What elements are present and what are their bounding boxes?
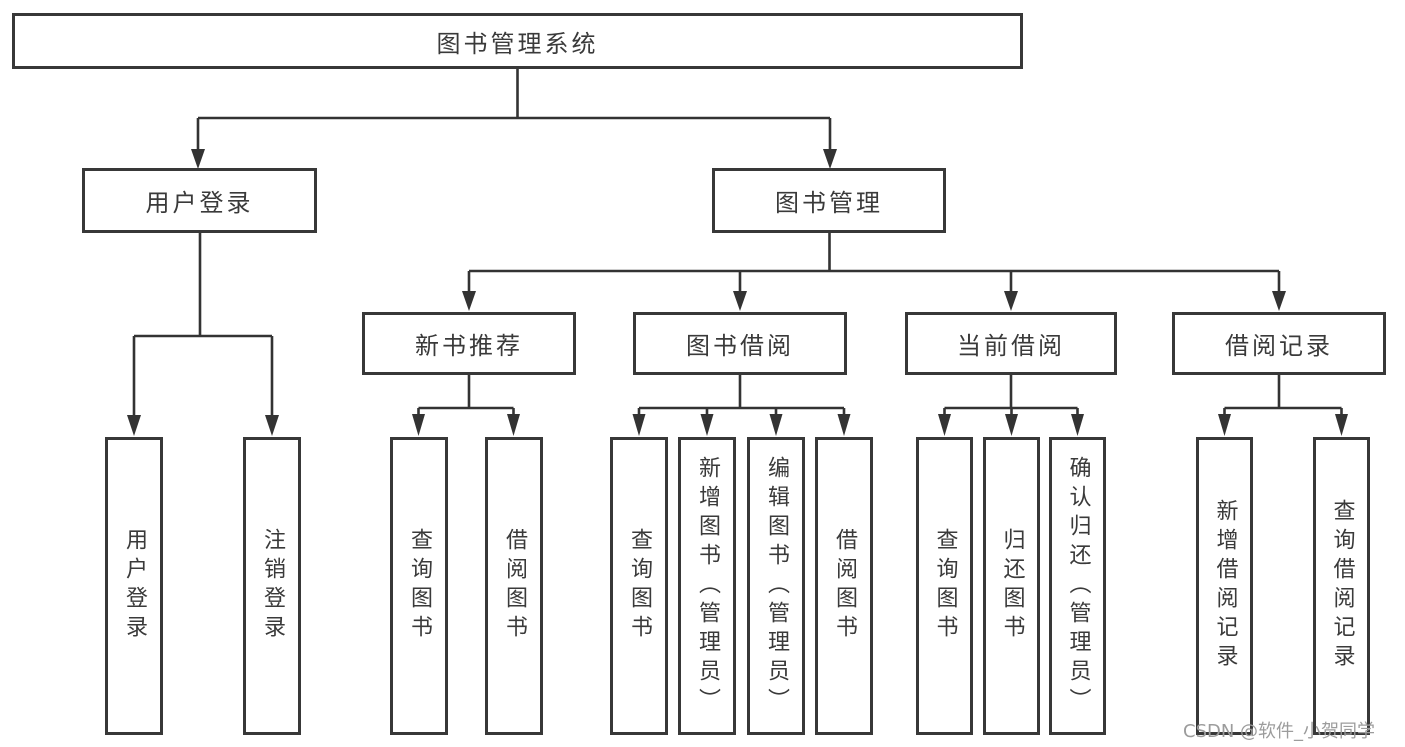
leaf-current-return-books: 归还图书 xyxy=(983,437,1040,735)
csdn-watermark: CSDN @软件_小贺同学 xyxy=(1183,721,1376,742)
node-book-borrowing: 图书借阅 xyxy=(633,312,847,375)
connector-root-to-level2 xyxy=(191,69,837,169)
node-book-management: 图书管理 xyxy=(712,168,946,233)
node-new-book-recommendation: 新书推荐 xyxy=(362,312,576,375)
arrow-down-icon xyxy=(1272,291,1286,311)
arrow-down-icon xyxy=(769,414,783,436)
leaf-borrow-query-books: 查询图书 xyxy=(610,437,668,735)
arrow-down-icon xyxy=(265,415,279,436)
leaf-user-login: 用户登录 xyxy=(105,437,163,735)
arrow-down-icon xyxy=(1335,414,1348,436)
leaf-borrow-edit-books-admin: 编辑图书（管理员） xyxy=(747,437,805,735)
connector-book-mgmt-sections xyxy=(462,233,1286,311)
arrow-down-icon xyxy=(938,414,951,436)
connector-currentborrow-children xyxy=(938,375,1084,436)
arrow-down-icon xyxy=(462,291,476,311)
leaf-record-add-borrow-record: 新增借阅记录 xyxy=(1196,437,1253,735)
node-root-library-system: 图书管理系统 xyxy=(12,13,1023,69)
node-user-login: 用户登录 xyxy=(82,168,317,233)
leaf-borrow-add-books-admin: 新增图书（管理员） xyxy=(678,437,736,735)
connector-bookborrow-children xyxy=(632,375,851,436)
connector-newbook-children xyxy=(412,375,520,436)
node-current-borrowing: 当前借阅 xyxy=(905,312,1117,375)
arrow-down-icon xyxy=(733,291,747,311)
arrow-down-icon xyxy=(700,414,714,436)
node-borrowing-records: 借阅记录 xyxy=(1172,312,1386,375)
connector-borrowrecord-children xyxy=(1218,375,1348,436)
arrow-down-icon xyxy=(837,414,851,436)
connector-user-login-children xyxy=(127,233,279,436)
arrow-down-icon xyxy=(1004,291,1018,311)
arrow-down-icon xyxy=(191,149,205,169)
leaf-record-query-borrow-record: 查询借阅记录 xyxy=(1313,437,1370,735)
leaf-borrow-borrow-books: 借阅图书 xyxy=(815,437,873,735)
leaf-current-query-books: 查询图书 xyxy=(916,437,973,735)
arrow-down-icon xyxy=(632,414,646,436)
leaf-newbook-query-books: 查询图书 xyxy=(390,437,448,735)
arrow-down-icon xyxy=(1071,414,1084,436)
arrow-down-icon xyxy=(1005,414,1018,436)
leaf-logout: 注销登录 xyxy=(243,437,301,735)
arrow-down-icon xyxy=(127,415,141,436)
leaf-current-confirm-return-admin: 确认归还（管理员） xyxy=(1049,437,1106,735)
arrow-down-icon xyxy=(823,149,837,169)
arrow-down-icon xyxy=(412,414,425,436)
leaf-newbook-borrow-books: 借阅图书 xyxy=(485,437,543,735)
arrow-down-icon xyxy=(507,414,520,436)
arrow-down-icon xyxy=(1218,414,1231,436)
